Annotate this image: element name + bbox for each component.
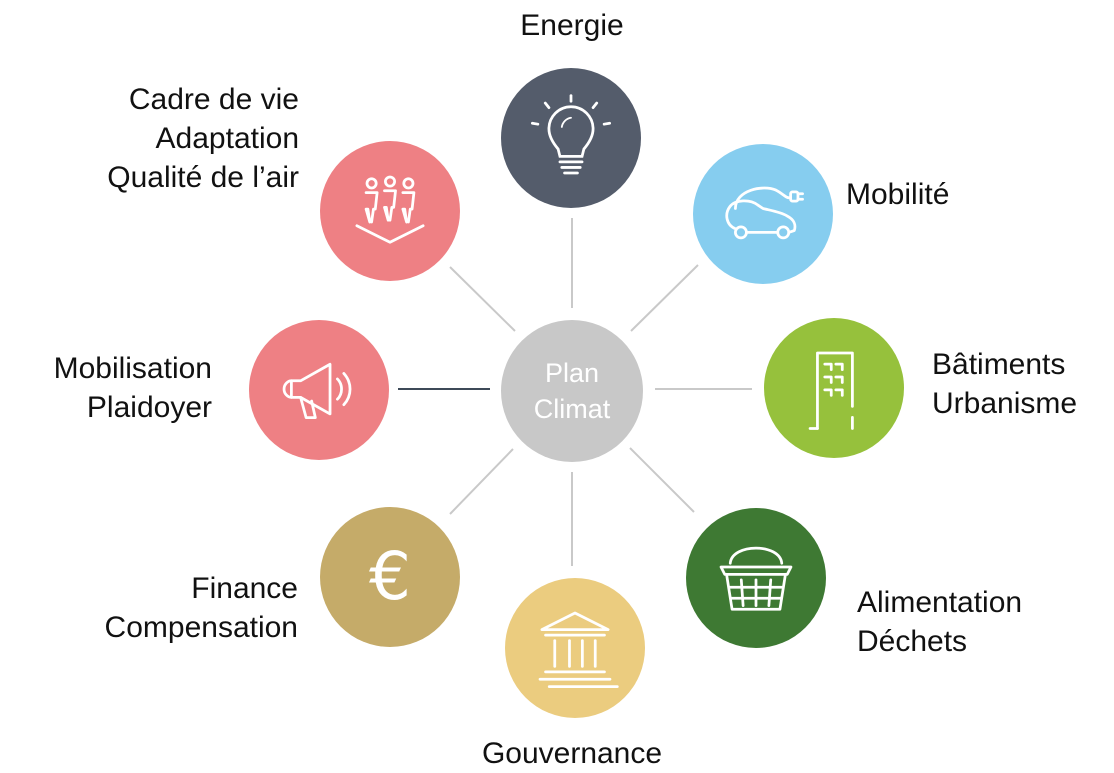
lightbulb-icon	[530, 94, 612, 175]
label-cadre: Cadre de vie Adaptation Qualité de l’air	[20, 80, 299, 197]
label-cadre-line3: Qualité de l’air	[107, 161, 299, 194]
megaphone-icon	[282, 362, 352, 419]
label-alimentation: Alimentation Déchets	[857, 583, 1022, 661]
label-batiments-line2: Urbanisme	[932, 387, 1078, 420]
label-mobilite-line1: Mobilité	[846, 178, 950, 211]
node-energie	[501, 68, 641, 208]
node-mobilite	[693, 144, 833, 284]
connector-cadre	[449, 266, 516, 332]
label-energie: Energie	[472, 6, 672, 45]
label-finance: Finance Compensation	[40, 569, 298, 647]
people-icon	[355, 175, 425, 244]
center-label-line1: Plan	[544, 358, 600, 388]
label-batiments: Bâtiments Urbanisme	[932, 345, 1077, 423]
label-mobilisation-line2: Plaidoyer	[86, 391, 212, 424]
building-icon	[808, 351, 854, 430]
label-alimentation-line1: Alimentation	[857, 586, 1023, 619]
node-batiments	[764, 318, 904, 458]
institution-icon	[538, 611, 619, 689]
label-cadre-line2: Adaptation	[155, 122, 299, 155]
connector-finance	[449, 448, 514, 515]
label-finance-line2: Compensation	[104, 611, 298, 644]
node-alimentation	[686, 508, 826, 648]
label-mobilisation-line1: Mobilisation	[53, 352, 212, 385]
label-gouvernance-line1: Gouvernance	[481, 737, 663, 770]
node-cadre	[320, 141, 460, 281]
label-energie-line1: Energie	[520, 9, 624, 42]
label-finance-line1: Finance	[191, 572, 298, 605]
electric-car-icon	[725, 186, 804, 240]
center-label-line2: Climat	[533, 394, 611, 424]
connector-mobilite	[630, 264, 699, 332]
plan-climat-center: Plan Climat	[501, 320, 643, 462]
basket-icon	[719, 546, 793, 611]
connector-alimentation	[629, 447, 695, 513]
label-gouvernance: Gouvernance	[462, 734, 682, 773]
label-mobilite: Mobilité	[846, 175, 949, 214]
node-mobilisation	[249, 320, 389, 460]
label-alimentation-line2: Déchets	[857, 625, 968, 658]
node-gouvernance	[505, 578, 645, 718]
node-finance: €	[320, 507, 460, 647]
label-mobilisation: Mobilisation Plaidoyer	[0, 349, 212, 427]
euro-icon: €	[369, 538, 411, 615]
label-batiments-line1: Bâtiments	[932, 348, 1066, 381]
label-cadre-line1: Cadre de vie	[128, 83, 299, 116]
